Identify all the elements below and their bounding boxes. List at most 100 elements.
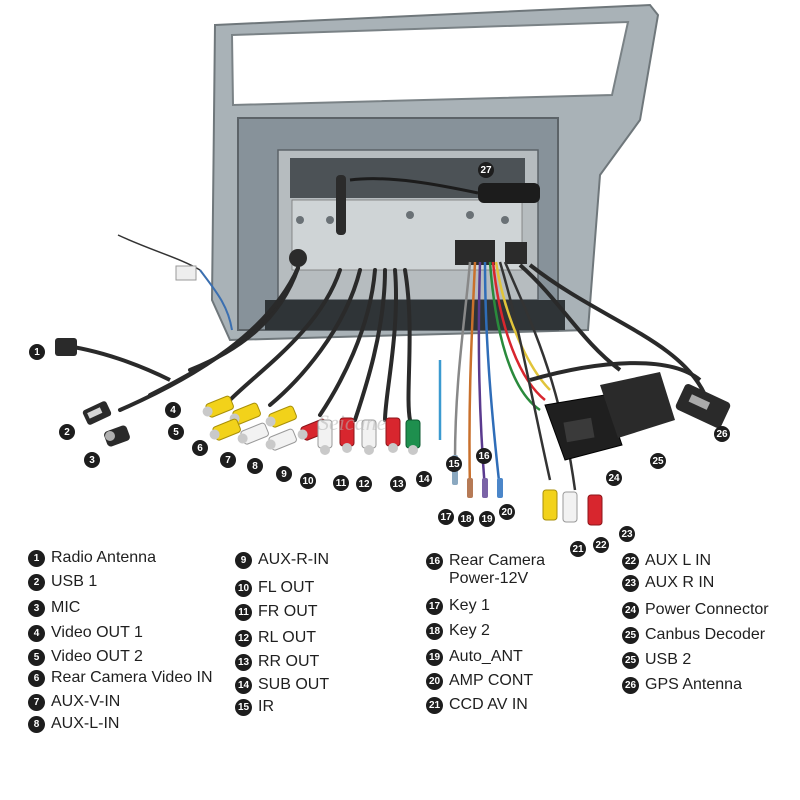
legend-number-badge: 14 (235, 677, 252, 694)
legend-number-badge: 7 (28, 694, 45, 711)
legend-number-badge: 4 (28, 625, 45, 642)
legend-number-badge: 1 (28, 550, 45, 567)
legend-label: USB 2 (645, 651, 692, 668)
legend-number-badge: 12 (235, 630, 252, 647)
legend-label: RL OUT (258, 629, 317, 646)
legend-number-badge: 17 (426, 598, 443, 615)
callout-badge-2: 2 (59, 424, 75, 440)
legend-label: Auto_ANT (449, 648, 523, 665)
callout-badge-9: 9 (276, 466, 292, 482)
legend-item: 9 AUX-R-IN (235, 551, 329, 569)
callout-badge-16: 16 (476, 448, 492, 464)
legend-item: 14 SUB OUT (235, 676, 329, 694)
legend-label: AUX-R-IN (258, 551, 330, 568)
legend-number-badge: 2 (28, 574, 45, 591)
legend-number-badge: 21 (426, 697, 443, 714)
legend-number-badge: 23 (622, 575, 639, 592)
legend-number-badge: 18 (426, 623, 443, 640)
legend-item: 11 FR OUT (235, 603, 318, 621)
legend-item: 22 AUX L IN (622, 552, 711, 570)
legend-number-badge: 26 (622, 677, 639, 694)
legend-number-badge: 15 (235, 699, 252, 716)
legend-item: 19 Auto_ANT (426, 648, 523, 666)
legend-number-badge: 25 (622, 652, 639, 669)
legend-label: AUX L IN (645, 552, 712, 569)
legend-item: 17 Key 1 (426, 597, 490, 615)
callout-badge-15: 15 (446, 456, 462, 472)
legend-item: 3 MIC (28, 599, 80, 617)
legend-item: 21 CCD AV IN (426, 696, 528, 714)
legend-label: FL OUT (258, 579, 315, 596)
rca-plugs (202, 395, 421, 455)
legend-number-badge: 9 (235, 552, 252, 569)
callout-badge-1: 1 (29, 344, 45, 360)
legend-number-badge: 19 (426, 649, 443, 666)
legend-label: AUX-L-IN (51, 715, 120, 732)
legend-item: 26 GPS Antenna (622, 676, 742, 694)
callout-badge-6: 6 (192, 440, 208, 456)
legend-number-badge: 6 (28, 670, 45, 687)
callout-badge-11: 11 (333, 475, 349, 491)
legend-item: 5 Video OUT 2 (28, 648, 143, 666)
callout-badge-17: 17 (438, 509, 454, 525)
legend-label: CCD AV IN (449, 696, 528, 713)
legend-label: AMP CONT (449, 672, 534, 689)
callout-badge-7: 7 (220, 452, 236, 468)
callout-badge-12: 12 (356, 476, 372, 492)
legend-number-badge: 5 (28, 649, 45, 666)
callout-badge-24: 24 (606, 470, 622, 486)
legend-item: 12 RL OUT (235, 629, 316, 647)
legend-label: Power Connector (645, 601, 769, 618)
callout-badge-26: 26 (714, 426, 730, 442)
legend-item: 7 AUX-V-IN (28, 693, 120, 711)
legend-item: 18 Key 2 (426, 622, 490, 640)
watermark: Seicane (318, 410, 387, 435)
callout-badge-27: 27 (478, 162, 494, 178)
legend-item: 20 AMP CONT (426, 672, 533, 690)
legend-label: Rear Camera Video IN (51, 669, 213, 686)
legend-label: Video OUT 2 (51, 648, 143, 665)
legend-number-badge: 24 (622, 602, 639, 619)
callout-badge-25: 25 (650, 453, 666, 469)
callout-badge-4: 4 (165, 402, 181, 418)
legend-label: IR (258, 698, 274, 715)
legend-number-badge: 16 (426, 553, 443, 570)
legend-label: Key 1 (449, 597, 490, 614)
legend-number-badge: 20 (426, 673, 443, 690)
legend-item: 15 IR (235, 698, 274, 716)
legend-label: MIC (51, 599, 81, 616)
callout-badge-18: 18 (458, 511, 474, 527)
legend-number-badge: 22 (622, 553, 639, 570)
legend-number-badge: 13 (235, 654, 252, 671)
callout-badge-14: 14 (416, 471, 432, 487)
legend-number-badge: 3 (28, 600, 45, 617)
legend-item: 25 USB 2 (622, 651, 691, 669)
legend-label: Key 2 (449, 622, 490, 639)
gps-antenna-shape (478, 183, 540, 203)
callout-badge-19: 19 (479, 511, 495, 527)
legend-label: GPS Antenna (645, 676, 742, 693)
legend-label: FR OUT (258, 603, 318, 620)
callout-badge-10: 10 (300, 473, 316, 489)
bezel-window (230, 20, 630, 107)
legend-label: AUX-V-IN (51, 693, 121, 710)
callout-badge-21: 21 (570, 541, 586, 557)
legend-label: Canbus Decoder (645, 626, 766, 643)
legend-label: SUB OUT (258, 676, 330, 693)
callout-badge-20: 20 (499, 504, 515, 520)
legend-label: Rear Camera Power-12V (449, 552, 546, 587)
legend-number-badge: 11 (235, 604, 252, 621)
legend-item: 16 Rear Camera Power-12V (426, 552, 545, 588)
callout-badge-13: 13 (390, 476, 406, 492)
legend-item: 24 Power Connector (622, 601, 769, 619)
